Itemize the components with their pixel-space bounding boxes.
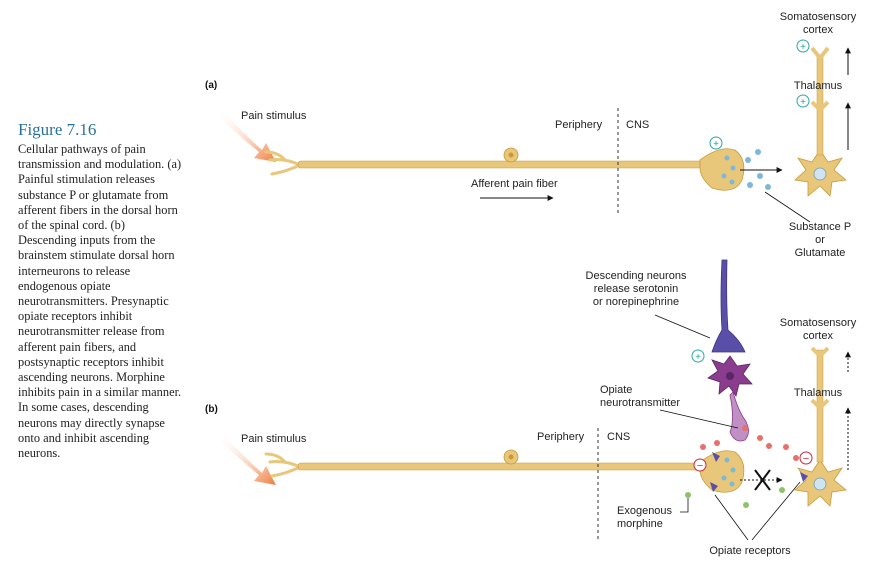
somato-label-a-line2: cortex xyxy=(803,24,833,36)
receptor-callout-line-right xyxy=(751,481,801,541)
presynaptic-minus-text: − xyxy=(697,460,703,472)
afferent-pain-fiber-a xyxy=(297,160,704,169)
panel-b-cns: CNS xyxy=(607,431,630,443)
thalamus-label-a: Thalamus xyxy=(794,80,843,92)
panel-a-pain-stimulus: Pain stimulus xyxy=(241,110,307,122)
released-transmitters-a xyxy=(745,149,771,190)
thalamus-plus-a xyxy=(796,94,810,108)
figure-caption-body: Cellular pathways of pain transmission a… xyxy=(18,142,182,461)
descending-label-line1: Descending neurons xyxy=(586,270,687,282)
morphine-label-line1: Exogenous xyxy=(617,505,673,517)
descending-neuron xyxy=(711,259,746,353)
figure-caption: Figure 7.16 Cellular pathways of pain tr… xyxy=(18,120,183,461)
afferent-terminal-a xyxy=(699,148,745,191)
thalamus-label-b: Thalamus xyxy=(794,387,843,399)
morphine-callout-line xyxy=(680,498,689,513)
postsynaptic-opiate-receptor xyxy=(800,472,808,482)
panel-a-afferent-fiber-label: Afferent pain fiber xyxy=(471,178,558,190)
somato-label-a-line1: Somatosensory xyxy=(780,11,857,23)
panel-b-periphery: Periphery xyxy=(537,431,585,443)
afferent-dendrites-a xyxy=(264,150,302,176)
receptor-callout-line-left xyxy=(714,494,749,541)
descending-callout-line xyxy=(654,314,711,339)
morphine-molecules xyxy=(685,487,785,508)
interneuron-axon xyxy=(729,391,749,442)
panel-a: (a) Pain stimulus Periphery CNS Afferent… xyxy=(205,11,857,259)
panel-a-periphery: Periphery xyxy=(555,119,603,131)
afferent-pain-fiber-b xyxy=(297,462,704,471)
panel-b: (b) Pain stimulus Periphery CNS Descendi… xyxy=(205,259,857,557)
afferent-nucleus-a xyxy=(508,152,514,158)
substance-label-line2: or xyxy=(815,234,825,246)
figure-title: Figure 7.16 xyxy=(18,120,97,139)
excitatory-plus-a xyxy=(709,136,723,150)
presynaptic-opiate-receptors xyxy=(710,452,720,492)
panel-b-label: (b) xyxy=(205,404,218,415)
cortex-terminal-a xyxy=(810,46,830,62)
dorsal-horn-nucleus-b xyxy=(813,477,827,491)
afferent-dendrites-b xyxy=(264,452,302,478)
pain-stimulus-arrow-a xyxy=(218,110,276,162)
somato-label-b-line1: Somatosensory xyxy=(780,317,857,329)
substance-label-line3: Glutamate xyxy=(795,247,846,259)
block-x-icon xyxy=(754,469,771,491)
thalamus-plus-a-text: + xyxy=(800,97,806,108)
thalamus-terminal-a xyxy=(810,100,830,113)
cortex-plus-a xyxy=(796,39,810,53)
afferent-nucleus-b xyxy=(508,454,514,460)
interneuron-plus-text: + xyxy=(695,352,701,363)
panel-a-label: (a) xyxy=(205,80,217,91)
vesicles-a xyxy=(721,155,736,185)
opiate-label-line1: Opiate xyxy=(600,384,632,396)
dorsal-horn-nucleus-a xyxy=(813,167,827,181)
morphine-label-line2: morphine xyxy=(617,518,663,530)
ascending-axon-a xyxy=(816,54,824,156)
postsynaptic-minus-text: − xyxy=(803,453,809,465)
substance-label-line1: Substance P xyxy=(789,221,851,233)
panel-a-cns: CNS xyxy=(626,119,649,131)
cortex-terminal-b xyxy=(810,346,830,359)
pain-stimulus-arrow-b xyxy=(218,433,276,485)
descending-label-line2: release serotonin xyxy=(594,283,678,295)
vesicles-b xyxy=(721,457,736,487)
somato-label-b-line2: cortex xyxy=(803,330,833,342)
postsynaptic-minus xyxy=(799,451,813,465)
interneuron-plus xyxy=(691,349,705,363)
opiate-transmitters xyxy=(700,435,799,461)
presynaptic-minus xyxy=(693,458,707,472)
thalamus-terminal-b xyxy=(810,398,830,411)
descending-label-line3: or norepinephrine xyxy=(593,296,679,308)
panel-b-pain-stimulus: Pain stimulus xyxy=(241,433,307,445)
cortex-plus-a-text: + xyxy=(800,42,806,53)
opiate-vesicle xyxy=(742,425,748,431)
afferent-terminal-b xyxy=(699,450,745,493)
interneuron-nucleus xyxy=(726,372,734,380)
opiate-label-line2: neurotransmitter xyxy=(600,397,680,409)
opiate-callout-line xyxy=(659,409,739,429)
substance-callout-line xyxy=(764,191,811,223)
opiate-receptors-label: Opiate receptors xyxy=(709,545,791,557)
excitatory-plus-a-text: + xyxy=(713,139,719,150)
